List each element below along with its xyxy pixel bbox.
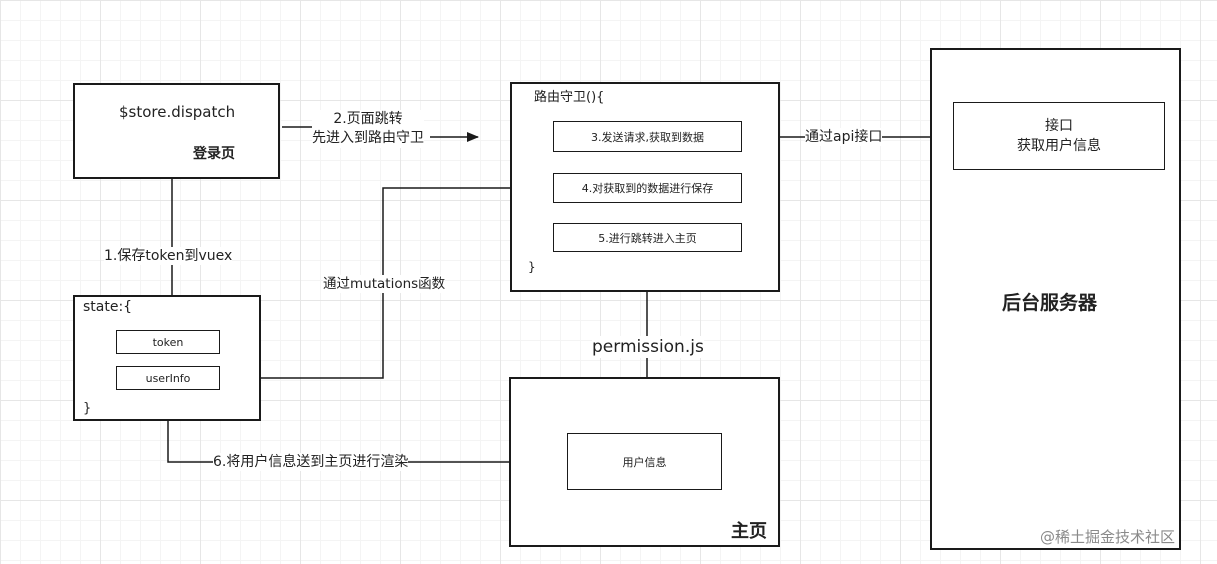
- state-open-text: state:{: [83, 299, 133, 315]
- watermark-text: @稀土掘金技术社区: [1040, 528, 1176, 546]
- permission-label: permission.js: [592, 336, 704, 358]
- api-line-2: 获取用户信息: [1017, 138, 1101, 154]
- api-label: 通过api接口: [805, 128, 883, 146]
- route-guard-close: }: [528, 260, 536, 274]
- api-interface-box: 接口 获取用户信息: [953, 102, 1165, 170]
- step2-label-line2: 先进入到路由守卫: [312, 130, 424, 146]
- login-page-title: 登录页: [193, 146, 235, 162]
- login-page-box: $store.dispatch 登录页: [73, 83, 280, 179]
- step2-label-line1: 2.页面跳转: [333, 111, 403, 127]
- route-guard-header: 路由守卫(){: [534, 90, 605, 105]
- step1-label: 1.保存token到vuex: [104, 247, 233, 265]
- state-userinfo-field: userInfo: [116, 366, 220, 390]
- home-user-info-box: 用户信息: [567, 433, 722, 490]
- state-box: state:{ }: [73, 295, 261, 421]
- step2-label: 2.页面跳转 先进入到路由守卫: [312, 110, 424, 148]
- step6-label: 6.将用户信息送到主页进行渲染: [213, 453, 409, 471]
- home-page-title: 主页: [731, 521, 767, 542]
- api-line-1: 接口: [1045, 118, 1073, 134]
- mutations-label: 通过mutations函数: [323, 275, 446, 293]
- store-dispatch-text: $store.dispatch: [119, 103, 236, 121]
- state-close-text: }: [83, 401, 92, 416]
- state-token-field: token: [116, 330, 220, 354]
- step3-request-box: 3.发送请求,获取到数据: [553, 121, 742, 152]
- backend-server-title: 后台服务器: [1002, 292, 1098, 314]
- step5-redirect-box: 5.进行跳转进入主页: [553, 223, 742, 252]
- step4-save-box: 4.对获取到的数据进行保存: [553, 173, 742, 203]
